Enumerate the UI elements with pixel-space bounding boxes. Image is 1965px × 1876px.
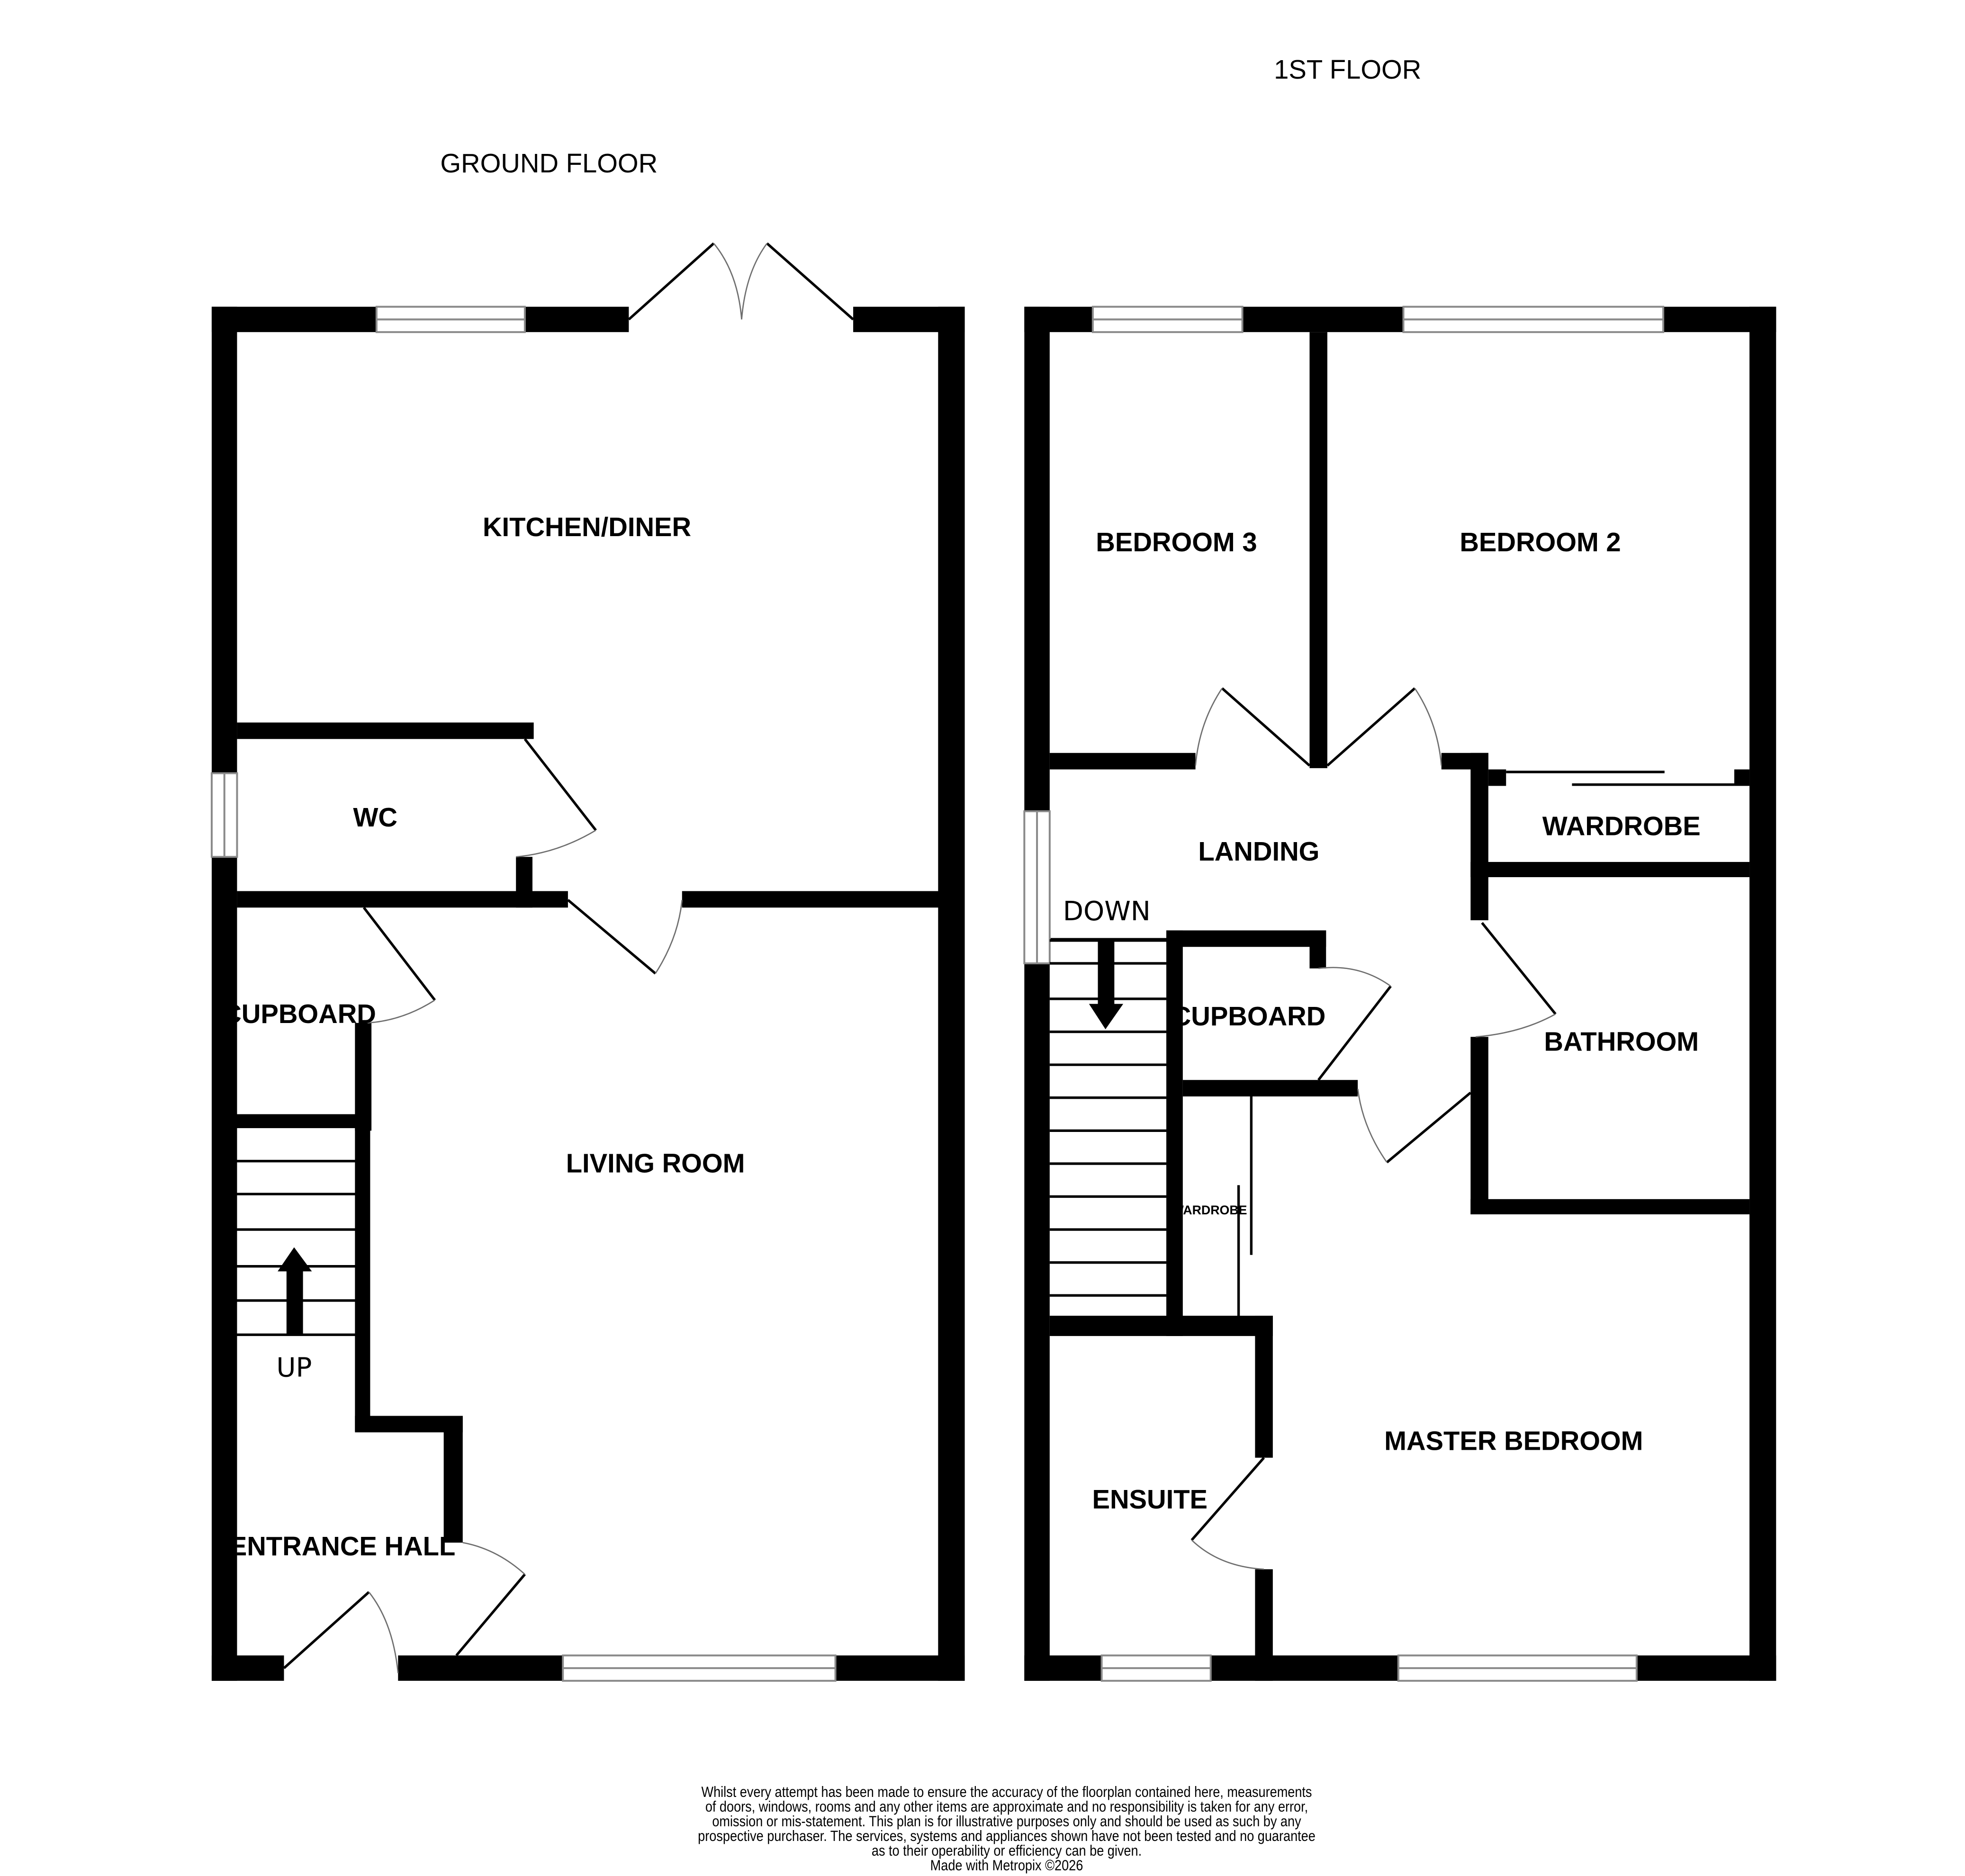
bedroom-3-window (1091, 305, 1244, 333)
ground-floor-plan: GROUND FLOOR (210, 148, 965, 1682)
bathroom-door (1475, 922, 1557, 1038)
living-room-window (562, 1654, 837, 1682)
room-label-bedroom-3: BEDROOM 3 (1096, 527, 1257, 557)
room-label-bathroom: BATHROOM (1544, 1027, 1699, 1057)
bedroom-3-door (1195, 687, 1311, 767)
room-label-master-bedroom: MASTER BEDROOM (1384, 1426, 1643, 1456)
down-arrow-icon (1089, 940, 1124, 1030)
master-bedroom-door (1357, 1088, 1472, 1164)
first-floor-doors (1190, 687, 1557, 1570)
room-label-ensuite: ENSUITE (1092, 1484, 1208, 1514)
wc-window (210, 772, 238, 858)
ground-floor-stairs: UP (228, 1125, 359, 1383)
room-label-first-cupboard: CUPBOARD (1172, 1001, 1326, 1031)
first-floor-stairs: DOWN (1049, 896, 1167, 1297)
first-floor-walls (1024, 306, 1776, 1681)
bedroom-2-window (1402, 305, 1665, 333)
room-label-ground-cupboard: CUPBOARD (222, 999, 376, 1029)
stairs-down-label: DOWN (1063, 896, 1151, 927)
room-label-kitchen-diner: KITCHEN/DINER (483, 512, 691, 542)
up-arrow-icon (278, 1247, 312, 1335)
room-label-bedroom-2: BEDROOM 2 (1460, 527, 1621, 557)
first-floor-title: 1ST FLOOR (1274, 54, 1421, 84)
first-floor-plan: 1ST FLOOR (1023, 54, 1776, 1682)
landing-cupboard-door (1317, 967, 1392, 1081)
bedroom-2-door (1326, 687, 1442, 767)
ensuite-window (1100, 1654, 1212, 1682)
room-label-wardrobe: WARDROBE (1542, 811, 1701, 841)
kitchen-window (375, 305, 526, 333)
disclaimer-line: Whilst every attempt has been made to en… (701, 1783, 1312, 1800)
landing-window (1023, 810, 1051, 965)
stairs-up-label: UP (276, 1353, 312, 1383)
wc-door (516, 738, 597, 858)
master-bedroom-window (1397, 1654, 1638, 1682)
room-label-wc: WC (353, 802, 397, 832)
wardrobe-sliding-doors (1237, 771, 1734, 1319)
kitchen-french-doors (628, 242, 854, 321)
ground-floor-title: GROUND FLOOR (440, 148, 658, 178)
disclaimer-line: as to their operability or efficiency ca… (871, 1842, 1142, 1859)
credit-line: Made with Metropix ©2026 (930, 1857, 1083, 1874)
disclaimer-line: of doors, windows, rooms and any other i… (705, 1798, 1308, 1815)
disclaimer-line: prospective purchaser. The services, sys… (698, 1827, 1316, 1844)
ensuite-door (1190, 1457, 1265, 1570)
ground-floor-windows (210, 305, 837, 1682)
room-label-small-wardrobe: WARDROBE (1172, 1203, 1247, 1217)
room-label-living-room: LIVING ROOM (566, 1149, 745, 1178)
ground-floor-doors (283, 242, 854, 1673)
disclaimer-line: omission or mis-statement. This plan is … (712, 1813, 1301, 1830)
hall-to-living-door (455, 1542, 526, 1657)
first-floor-windows (1023, 305, 1665, 1682)
disclaimer-block: Whilst every attempt has been made to en… (610, 1783, 1404, 1874)
room-label-entrance-hall: ENTRANCE HALL (229, 1531, 456, 1561)
front-door (283, 1591, 399, 1673)
ground-floor-walls (211, 306, 965, 1681)
room-label-landing: LANDING (1198, 836, 1319, 866)
cupboard-door (362, 907, 436, 1024)
living-room-door (567, 899, 683, 975)
